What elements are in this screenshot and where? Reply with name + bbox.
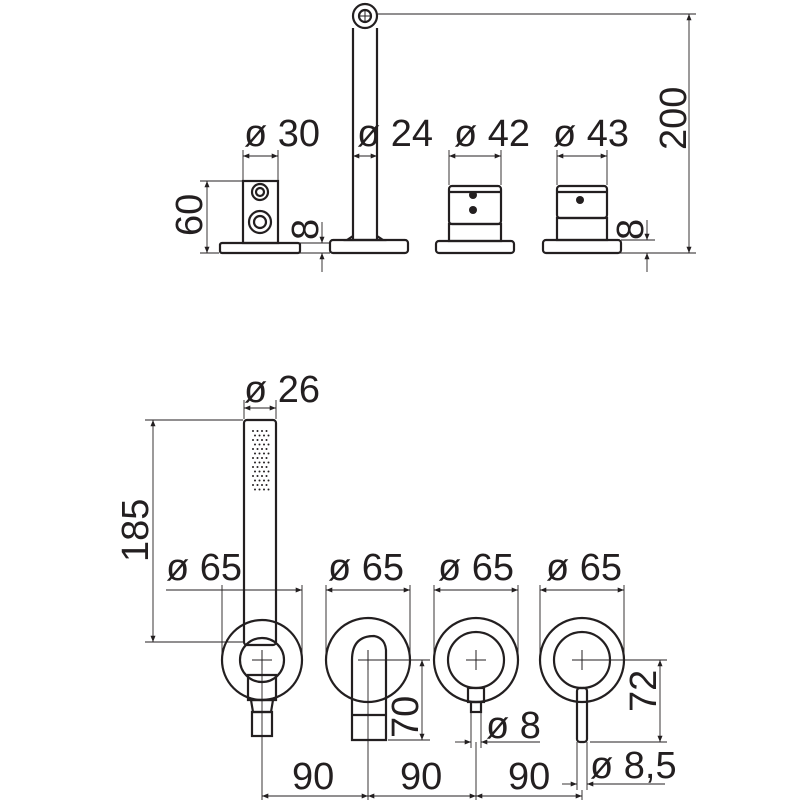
dim-spout-projection: 70: [385, 696, 427, 738]
nozzle-dot: [267, 479, 270, 482]
nozzle-dot: [263, 443, 265, 446]
nozzle-dot: [254, 488, 256, 491]
nozzle-dot: [254, 461, 256, 464]
nozzle-dot: [265, 430, 268, 432]
nozzle-dot: [261, 430, 263, 432]
dim-rosette-2: ø 65: [328, 547, 404, 589]
dim-diverter-pin: ø 8: [486, 705, 541, 747]
nozzle-dot: [258, 470, 261, 473]
front-view: ø 26 185 ø 65 ø 65 ø 65 ø 65: [115, 369, 677, 800]
dim-mixer-dia: ø 43: [553, 113, 629, 155]
nozzle-dot: [254, 479, 256, 482]
nozzle-dot: [261, 439, 263, 441]
dim-rosette-1: ø 65: [166, 547, 242, 589]
nozzle-dot: [256, 484, 259, 486]
nozzle-dot: [267, 488, 270, 491]
front-dimensions: ø 26 185 ø 65 ø 65 ø 65 ø 65: [115, 369, 677, 800]
dim-rosette-4: ø 65: [546, 547, 622, 589]
nozzle-dot: [258, 434, 261, 437]
nozzle-dot: [256, 475, 259, 477]
nozzle-dot: [265, 475, 268, 477]
nozzle-dot: [254, 452, 256, 455]
nozzle-dot: [256, 448, 259, 450]
nozzle-dot: [256, 439, 259, 441]
dim-holder-height: 60: [169, 194, 211, 236]
rosette-mixer-lever: [538, 616, 626, 744]
dim-rosette-3: ø 65: [438, 547, 514, 589]
dim-base-left: 8: [285, 219, 327, 240]
dim-base-right: 8: [610, 219, 652, 240]
nozzle-dot: [258, 452, 261, 455]
nozzle-dot: [261, 484, 263, 486]
dim-lever-length: 72: [623, 670, 665, 712]
mixer-knob: [541, 184, 623, 255]
nozzle-dot: [265, 484, 268, 486]
nozzle-dot: [261, 475, 263, 477]
nozzle-dot: [258, 488, 261, 491]
nozzle-dot: [267, 434, 270, 437]
nozzle-dot: [263, 461, 265, 464]
nozzle-dot: [252, 457, 254, 459]
nozzle-dot: [263, 479, 265, 482]
nozzle-dot: [252, 475, 254, 477]
nozzle-dot: [252, 430, 254, 432]
nozzle-dot: [252, 439, 254, 441]
nozzle-dot: [252, 448, 254, 450]
dim-handshower-length: 185: [115, 499, 157, 562]
rosette-diverter: [432, 616, 520, 714]
nozzle-dot: [254, 470, 256, 473]
dim-spout-height: 200: [653, 87, 695, 150]
nozzle-dot: [263, 488, 265, 491]
dim-handshower-dia: ø 26: [244, 369, 320, 411]
nozzle-dot: [258, 479, 261, 482]
nozzle-dot: [252, 466, 254, 468]
dim-spacing-2: 90: [400, 756, 442, 798]
nozzle-dot: [252, 484, 254, 486]
nozzle-dot: [263, 434, 265, 437]
diverter-knob: [434, 184, 516, 255]
nozzle-dot: [261, 448, 263, 450]
nozzle-dot: [265, 466, 268, 468]
nozzle-dot: [265, 439, 268, 441]
nozzle-dot: [265, 457, 268, 459]
nozzle-dot: [258, 443, 261, 446]
dim-lever-dia: ø 8,5: [590, 745, 677, 787]
nozzle-dot: [256, 457, 259, 459]
nozzle-dot: [267, 452, 270, 455]
dim-spout-dia: ø 24: [357, 113, 433, 155]
nozzle-dot: [267, 443, 270, 446]
top-dimensions: ø 30 ø 24 ø 42 ø 43 200 6: [169, 13, 696, 272]
dim-spacing-3: 90: [508, 756, 550, 798]
handshower: [242, 418, 278, 647]
nozzle-dot: [263, 452, 265, 455]
dim-holder-dia: ø 30: [244, 113, 320, 155]
nozzle-dot: [254, 434, 256, 437]
top-elevation-view: ø 30 ø 24 ø 42 ø 43 200 6: [169, 2, 696, 272]
nozzle-dot: [267, 461, 270, 464]
nozzle-dot: [265, 448, 268, 450]
nozzle-dot: [267, 470, 270, 473]
nozzle-dot: [261, 457, 263, 459]
nozzle-dot: [256, 466, 259, 468]
nozzle-dot: [254, 443, 256, 446]
nozzle-dot: [256, 430, 259, 432]
nozzle-dot: [258, 461, 261, 464]
handshower-holder: [218, 179, 302, 255]
dim-diverter-dia: ø 42: [454, 113, 530, 155]
nozzle-dot: [263, 470, 265, 473]
spout: [328, 2, 410, 255]
nozzle-dot: [261, 466, 263, 468]
dim-spacing-1: 90: [292, 756, 334, 798]
